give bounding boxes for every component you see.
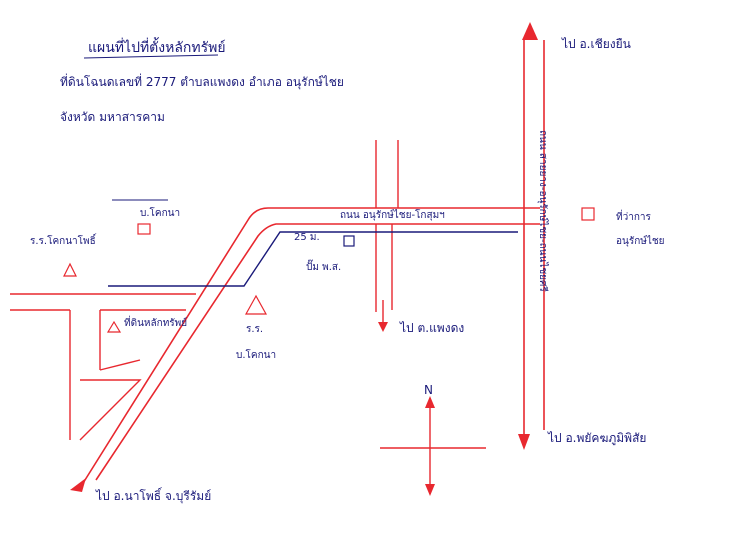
north-arrow — [380, 396, 486, 496]
left-road — [10, 293, 196, 441]
property-icon — [106, 320, 122, 333]
map-title: แผนที่ไปที่ตั้งหลักทรัพย์ — [88, 37, 226, 56]
road-vertical-label: ถนน สายยาง-อนุรักษ์ไชย-ถนนไชยศรี — [537, 130, 549, 292]
left-school-icon — [63, 262, 77, 277]
landmark-village: บ.โคกนา — [140, 206, 180, 219]
landmark-school: ร.ร. — [246, 324, 263, 335]
vertical-road — [523, 40, 545, 440]
arrow-head-north — [522, 22, 538, 40]
village-marker — [137, 223, 151, 235]
road-main-label: ถนน อนุรักษ์ไชย-โกสุมฯ — [340, 208, 445, 221]
road-to-mid — [375, 224, 393, 312]
north-label: N — [424, 383, 433, 397]
address-line-1: ที่ดินโฉนดเลขที่ 2777 ตำบลแพงดง อำเภอ อน… — [60, 73, 344, 90]
arrow-head-southwest — [70, 478, 86, 492]
arrow-head-south — [518, 434, 530, 450]
school-icon — [244, 294, 268, 315]
shop-marker — [343, 235, 355, 247]
dest-mid: ไป ต.แพงดง — [399, 321, 464, 335]
property-label: ที่ดินหลักทรัพย์ — [124, 315, 187, 329]
arrow-head-mid — [378, 322, 388, 332]
dest-top-right: ไป อ.เชียงยืน — [561, 37, 631, 51]
side-road-north — [375, 140, 399, 208]
address-line-2: จังหวัด มหาสารคาม — [60, 110, 165, 124]
main-road — [79, 207, 540, 489]
landmark-school-sub: บ.โคกนา — [236, 348, 276, 361]
blue-road — [108, 231, 518, 287]
office-label-1: ที่ว่าการ — [616, 209, 651, 223]
distance-label: 25 ม. — [294, 232, 320, 243]
landmark-left-top: ร.ร.โคกนาโพธิ์ — [30, 233, 97, 247]
office-marker — [581, 207, 595, 221]
office-label-2: อนุรักษ์ไชย — [616, 235, 665, 247]
dest-bottom-right: ไป อ.พยัคฆภูมิพิสัย — [547, 431, 646, 446]
shop-label: ปั๊ม พ.ส. — [306, 259, 341, 273]
dest-bottom-left: ไป อ.นาโพธิ์ จ.บุรีรัมย์ — [95, 487, 211, 504]
title-underline — [83, 54, 219, 59]
